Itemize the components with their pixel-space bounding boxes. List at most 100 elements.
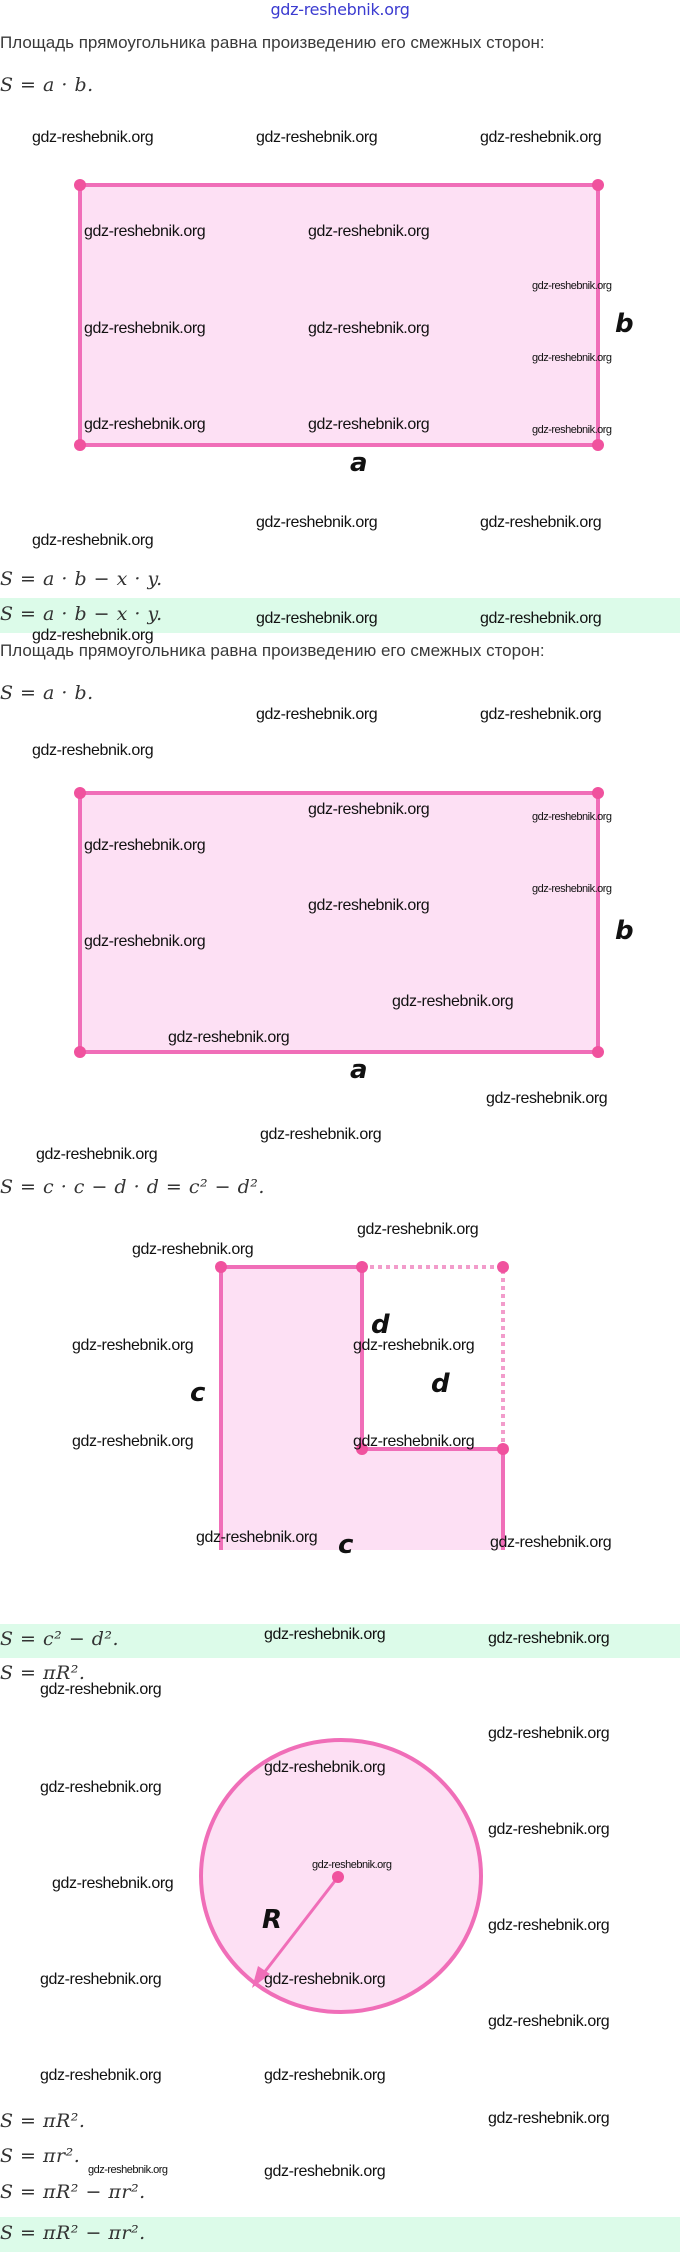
watermark: gdz-reshebnik.org	[32, 627, 154, 644]
side-label-a: a	[350, 1055, 368, 1085]
watermark: gdz-reshebnik.org	[392, 993, 514, 1010]
watermark: gdz-reshebnik.org	[532, 280, 612, 292]
watermark: gdz-reshebnik.org	[36, 1146, 158, 1163]
watermark: gdz-reshebnik.org	[264, 1626, 386, 1643]
rectangle-figure-1	[74, 179, 604, 451]
watermark: gdz-reshebnik.org	[52, 1875, 174, 1892]
watermark: gdz-reshebnik.org	[532, 811, 612, 823]
watermark: gdz-reshebnik.org	[40, 1681, 162, 1698]
watermark: gdz-reshebnik.org	[132, 1241, 254, 1258]
watermark: gdz-reshebnik.org	[40, 2067, 162, 2084]
watermark: gdz-reshebnik.org	[264, 2067, 386, 2084]
watermark: gdz-reshebnik.org	[488, 2110, 610, 2127]
vertex-dot	[592, 1046, 604, 1058]
answer-highlight	[0, 598, 680, 633]
side-label-a: a	[350, 448, 368, 478]
answer-highlight	[0, 2217, 680, 2252]
watermark: gdz-reshebnik.org	[490, 1534, 612, 1551]
vertex-dot	[74, 179, 86, 191]
vertex-dot	[497, 1443, 509, 1455]
watermark: gdz-reshebnik.org	[256, 129, 378, 146]
watermark: gdz-reshebnik.org	[264, 2163, 386, 2180]
vertex-dot	[497, 1261, 509, 1273]
section-1-step: S = a · b − x · y.	[0, 568, 163, 590]
watermark: gdz-reshebnik.org	[532, 352, 612, 364]
watermark: gdz-reshebnik.org	[256, 514, 378, 531]
watermark: gdz-reshebnik.org	[480, 706, 602, 723]
watermark: gdz-reshebnik.org	[84, 320, 206, 337]
radius-line	[258, 1876, 340, 1979]
watermark: gdz-reshebnik.org	[40, 1971, 162, 1988]
watermark: gdz-reshebnik.org	[32, 532, 154, 549]
side-label-b: b	[615, 916, 634, 946]
vertex-dot	[592, 787, 604, 799]
watermark: gdz-reshebnik.org	[308, 897, 430, 914]
watermark: gdz-reshebnik.org	[488, 1821, 610, 1838]
watermark: gdz-reshebnik.org	[486, 1090, 608, 1107]
watermark: gdz-reshebnik.org	[260, 1126, 382, 1143]
section-1-answer: S = a · b − x · y.	[0, 603, 163, 625]
watermark: gdz-reshebnik.org	[308, 801, 430, 818]
rectangle-shape	[78, 791, 600, 1054]
watermark: gdz-reshebnik.org	[32, 742, 154, 759]
radius-label-R: R	[262, 1905, 283, 1935]
watermark: gdz-reshebnik.org	[488, 1630, 610, 1647]
watermark: gdz-reshebnik.org	[196, 1529, 318, 1546]
center-dot	[332, 1871, 344, 1883]
vertex-dot	[74, 439, 86, 451]
section-4-step-3: S = πR² − πr².	[0, 2181, 146, 2203]
watermark: gdz-reshebnik.org	[84, 416, 206, 433]
section-1-intro: Площадь прямоугольника равна произведени…	[0, 33, 545, 52]
section-2-intro: Площадь прямоугольника равна произведени…	[0, 641, 545, 660]
rectangle-figure-2	[74, 787, 604, 1058]
watermark: gdz-reshebnik.org	[488, 1917, 610, 1934]
watermark: gdz-reshebnik.org	[256, 706, 378, 723]
section-4-formula: S = πR².	[0, 1662, 86, 1684]
watermark: gdz-reshebnik.org	[308, 223, 430, 240]
watermark: gdz-reshebnik.org	[264, 1759, 386, 1776]
watermark: gdz-reshebnik.org	[72, 1337, 194, 1354]
watermark: gdz-reshebnik.org	[40, 1779, 162, 1796]
watermark: gdz-reshebnik.org	[84, 933, 206, 950]
side-label-b: b	[615, 309, 634, 339]
watermark: gdz-reshebnik.org	[88, 2164, 168, 2176]
section-3-answer: S = c² − d².	[0, 1628, 120, 1650]
section-4-step-1: S = πR².	[0, 2110, 86, 2132]
side-label-c-bottom: c	[338, 1530, 354, 1560]
arrow-head-icon	[252, 1966, 270, 1988]
watermark: gdz-reshebnik.org	[168, 1029, 290, 1046]
section-4-step-2: S = πr².	[0, 2145, 81, 2167]
watermark: gdz-reshebnik.org	[308, 416, 430, 433]
vertex-dot	[592, 439, 604, 451]
watermark: gdz-reshebnik.org	[488, 2013, 610, 2030]
section-2-formula: S = a · b.	[0, 682, 94, 704]
side-label-c-left: c	[190, 1378, 206, 1408]
site-title-link[interactable]: gdz-reshebnik.org	[270, 0, 410, 19]
watermark: gdz-reshebnik.org	[480, 610, 602, 627]
watermark: gdz-reshebnik.org	[264, 1971, 386, 1988]
watermark: gdz-reshebnik.org	[353, 1337, 475, 1354]
side-label-d-vertical: d	[371, 1310, 390, 1340]
vertex-dot	[592, 179, 604, 191]
vertex-dot	[74, 1046, 86, 1058]
circle-figure	[199, 1738, 483, 2014]
watermark: gdz-reshebnik.org	[532, 424, 612, 436]
answer-highlight	[0, 1624, 680, 1658]
section-4-answer: S = πR² − πr².	[0, 2222, 146, 2244]
watermark: gdz-reshebnik.org	[84, 837, 206, 854]
l-shape-figure	[215, 1261, 509, 1550]
watermark: gdz-reshebnik.org	[84, 223, 206, 240]
side-label-d-horizontal: d	[431, 1369, 450, 1399]
section-2-step: S = c · c − d · d = c² − d².	[0, 1176, 265, 1198]
watermark: gdz-reshebnik.org	[480, 514, 602, 531]
watermark: gdz-reshebnik.org	[312, 1859, 392, 1871]
watermark: gdz-reshebnik.org	[488, 1725, 610, 1742]
watermark: gdz-reshebnik.org	[256, 610, 378, 627]
watermark: gdz-reshebnik.org	[32, 129, 154, 146]
watermark: gdz-reshebnik.org	[480, 129, 602, 146]
watermark: gdz-reshebnik.org	[72, 1433, 194, 1450]
vertex-dot	[74, 787, 86, 799]
rectangle-shape	[78, 183, 600, 447]
vertex-dot	[215, 1261, 227, 1273]
section-1-formula: S = a · b.	[0, 74, 94, 96]
